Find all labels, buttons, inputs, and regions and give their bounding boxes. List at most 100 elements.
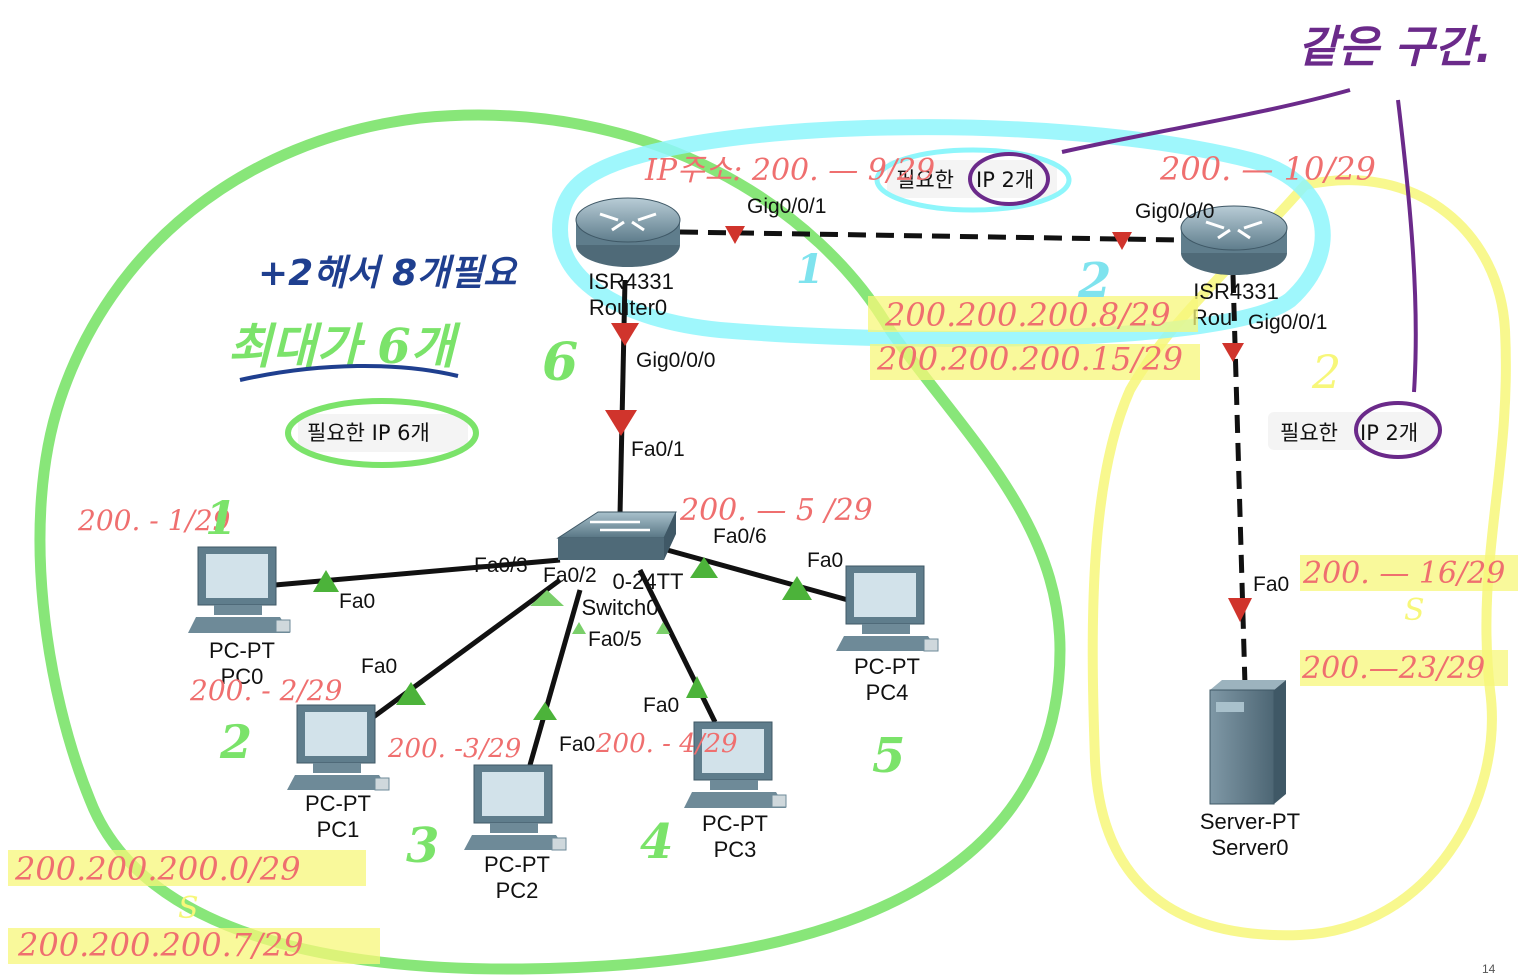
count-six: 6 — [542, 332, 578, 393]
pc4-name-label: PC4 — [866, 680, 909, 705]
router0-ip-note: IP주소: 200. — 9/29 — [644, 153, 935, 188]
status-arrow-red — [1228, 598, 1252, 622]
server0-name-label: Server0 — [1211, 835, 1288, 860]
router0-type-label: ISR4331 — [588, 269, 674, 294]
server-gw-count: 2 — [1311, 345, 1341, 399]
switch-icon — [556, 511, 677, 539]
yellow-highlight-lan-bcast — [8, 928, 380, 964]
port-label: Fa0/1 — [631, 438, 685, 461]
port-label: Fa0 — [1253, 573, 1289, 596]
port-label: Gig0/0/1 — [747, 195, 826, 218]
link-number-2: 2 — [1077, 253, 1111, 309]
purple-annotation-line — [1396, 99, 1418, 393]
link-switch-pc1 — [370, 577, 562, 721]
link-switch-pc2 — [527, 589, 583, 766]
status-arrow-green — [396, 682, 426, 705]
wan-broadcast-note: 200.200.200.15/29 — [876, 340, 1183, 378]
status-arrow-red — [725, 226, 745, 244]
pc0[interactable] — [188, 546, 291, 633]
status-arrow-green — [782, 576, 812, 600]
port-label: Gig0/0/1 — [1248, 311, 1327, 334]
pc2-name-label: PC2 — [496, 878, 539, 903]
link-status-indicators — [313, 226, 1252, 720]
cyan-highlight-region — [551, 119, 1331, 347]
port-label: Fa0 — [559, 733, 595, 756]
server0[interactable] — [1209, 680, 1286, 805]
router1-ip-note: 200. — 10/29 — [1159, 150, 1376, 188]
link-number-1: 1 — [796, 246, 824, 293]
lan-broadcast-note: 200.200.200.7/29 — [17, 926, 304, 964]
port-label: Fa0 — [643, 694, 679, 717]
port-label: Fa0 — [807, 549, 843, 572]
yellow-highlight-lan-net — [8, 850, 366, 886]
port-label: Gig0/0/0 — [1135, 200, 1214, 223]
router1-type-label: ISR4331 — [1193, 279, 1279, 304]
router1[interactable] — [1180, 205, 1288, 275]
note-text: IP 2개 — [1360, 421, 1418, 445]
pc3-ip-note: 200. - 4/29 — [595, 729, 738, 759]
server-network-note: 200. — 16/29 — [1302, 556, 1505, 591]
pc4-number: 5 — [872, 728, 905, 784]
router-top — [1180, 205, 1288, 251]
pc2[interactable] — [464, 764, 567, 851]
pc1-ip-note: 200. - 2/29 — [189, 674, 342, 707]
wan-network-note: 200.200.200.8/29 — [884, 296, 1171, 334]
status-arrow-red — [1112, 232, 1132, 250]
pc0-type-label: PC-PT — [209, 638, 275, 663]
note-text: 필요한 IP 6개 — [307, 421, 430, 445]
pc1[interactable] — [287, 704, 390, 791]
lan-network-note: 200.200.200.0/29 — [14, 850, 301, 888]
pc2-ip-note: 200. -3/29 — [387, 734, 521, 764]
wan-required-ip-note: 필요한 IP 2개 — [874, 147, 1072, 213]
pc4[interactable] — [836, 565, 939, 652]
port-label: Fa0/3 — [474, 554, 528, 577]
yellow-highlight-srv-bcast — [1300, 650, 1508, 686]
status-arrow-red — [1222, 343, 1244, 362]
yellow-highlight-wan-net — [868, 296, 1198, 332]
router0[interactable] — [575, 197, 681, 267]
blue-underline — [239, 363, 459, 382]
status-arrow-green — [572, 622, 586, 634]
yellow-highlight-srv-net — [1300, 555, 1518, 591]
note-text: 필요한 — [1280, 421, 1338, 445]
status-arrow-green — [313, 570, 339, 592]
link-router1-server — [1230, 274, 1248, 686]
status-arrow-green — [690, 557, 718, 578]
port-label: Fa0 — [361, 655, 397, 678]
link-router0-router1 — [679, 229, 1183, 243]
switch0-name-label: Switch0 — [581, 595, 658, 620]
switch0[interactable] — [556, 511, 677, 560]
port-label: Gig0/0/0 — [636, 349, 715, 372]
note-text: 필요한 — [896, 168, 954, 192]
pc2-type-label: PC-PT — [484, 852, 550, 877]
status-arrow-red — [611, 323, 639, 346]
yellow-highlight-region — [1087, 175, 1511, 941]
link-switch-pc4 — [659, 545, 849, 603]
port-label: Fa0/5 — [588, 628, 642, 651]
status-arrow-red — [605, 410, 637, 436]
pc1-name-label: PC1 — [317, 817, 360, 842]
server-range-tilde: S — [1404, 593, 1425, 628]
same-section-note: 같은 구간. — [1298, 22, 1492, 73]
pc1-type-label: PC-PT — [305, 791, 371, 816]
status-arrow-green — [686, 676, 708, 698]
server0-type-label: Server-PT — [1200, 809, 1300, 834]
status-arrow-green — [533, 702, 557, 720]
pc4-type-label: PC-PT — [854, 654, 920, 679]
pc3-type-label: PC-PT — [702, 811, 768, 836]
router0-name-label: Router0 — [589, 295, 667, 320]
pc2-number: 3 — [406, 818, 439, 874]
router-top — [575, 197, 681, 243]
pc0-ip-note: 200. - 1/29 — [77, 504, 230, 537]
status-arrow-green — [530, 590, 564, 606]
pc4-ip-note: 200. — 5 /29 — [679, 493, 873, 528]
link-router0-switch — [617, 279, 628, 516]
port-label: Fa0/2 — [543, 564, 597, 587]
yellow-highlight-wan-bcast — [870, 344, 1200, 380]
pc3-name-label: PC3 — [714, 837, 757, 862]
pc3[interactable] — [684, 721, 787, 808]
switch0-type-label: 0-24TT — [613, 569, 684, 594]
pc3-number: 4 — [640, 814, 673, 870]
pc0-number: 1 — [205, 491, 237, 545]
